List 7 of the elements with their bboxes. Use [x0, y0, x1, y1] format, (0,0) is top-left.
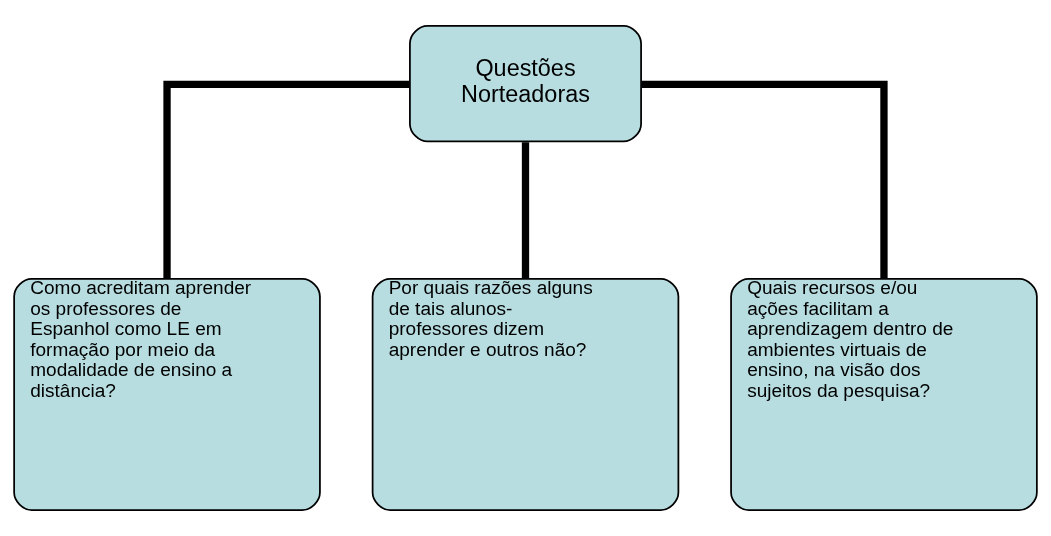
connector	[521, 142, 530, 279]
node-box: Como acreditam aprender os professores de Espanhol como LE em formação por meio da modalidade de ensino a distância?	[13, 278, 321, 512]
connector	[641, 80, 888, 279]
connector	[163, 80, 410, 279]
node-box: Por quais razões alguns de tais alunos-professores dizem aprender e outros não?	[371, 278, 680, 512]
node-box: Quais recursos e/ou ações facilitam a aprendizagem dentro de ambientes virtuais de ensino, na visão dos sujeitos da pesquisa?	[730, 278, 1038, 512]
node-box: Questões Norteadoras	[409, 24, 642, 143]
